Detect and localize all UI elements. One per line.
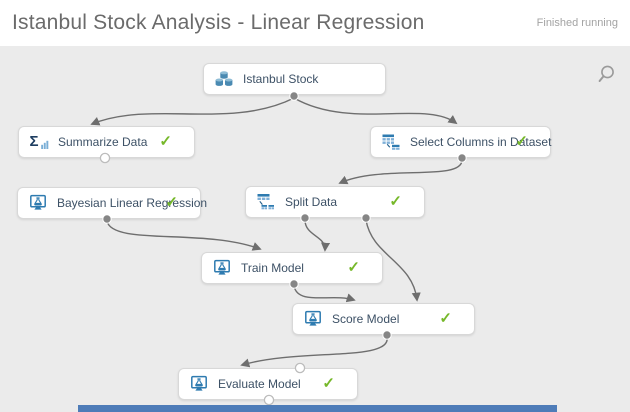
node-istanbul-stock[interactable]: Istanbul Stock [203, 63, 386, 95]
node-label: Evaluate Model [218, 377, 301, 391]
connection-istanbul-stock-to-summarize-data[interactable] [90, 97, 295, 126]
connection-select-columns-in-dataset-to-split-data[interactable] [338, 159, 463, 185]
model-icon [28, 193, 48, 213]
dataset-icon [214, 69, 234, 89]
experiment-title: Istanbul Stock Analysis - Linear Regress… [12, 11, 425, 34]
node-label: Train Model [241, 261, 304, 275]
success-check-icon: ✓ [165, 193, 178, 211]
node-label: Score Model [332, 312, 400, 326]
split-icon [256, 192, 276, 212]
columns-icon [381, 132, 401, 152]
model-icon [189, 374, 209, 394]
node-train-model[interactable]: Train Model ✓ [201, 252, 383, 284]
connection-layer [90, 91, 467, 406]
node-bayesian-linear-regression[interactable]: Bayesian Linear Regression✓ [17, 187, 207, 219]
connection-bayesian-linear-regression-to-train-model[interactable] [106, 220, 262, 251]
node-select-columns-in-dataset[interactable]: Select Columns in Dataset✓ [370, 126, 551, 158]
success-check-icon: ✓ [159, 132, 172, 150]
svg-text:Σ: Σ [30, 133, 39, 150]
success-check-icon: ✓ [389, 192, 402, 210]
model-icon [212, 258, 232, 278]
model-icon [303, 309, 323, 329]
summarize-icon: Σ [29, 132, 49, 152]
node-label: Select Columns in Dataset [410, 135, 552, 149]
node-summarize-data[interactable]: Σ Summarize Data ✓ [18, 126, 195, 158]
run-status-text: Finished running [536, 17, 618, 29]
experiment-header: Istanbul Stock Analysis - Linear Regress… [0, 0, 630, 46]
node-label: Bayesian Linear Regression [57, 196, 208, 210]
connection-train-model-to-score-model[interactable] [293, 285, 356, 303]
connection-split-data-to-train-model[interactable] [304, 219, 331, 252]
horizontal-scrollbar[interactable] [78, 405, 557, 412]
connection-istanbul-stock-to-select-columns-in-dataset[interactable] [293, 97, 458, 125]
success-check-icon: ✓ [515, 132, 528, 150]
node-score-model[interactable]: Score Model ✓ [292, 303, 475, 335]
node-split-data[interactable]: Split Data ✓ [245, 186, 425, 218]
connection-score-model-to-evaluate-model[interactable] [240, 336, 388, 368]
success-check-icon: ✓ [347, 258, 360, 276]
node-label: Split Data [285, 195, 338, 209]
node-evaluate-model[interactable]: Evaluate Model ✓ [178, 368, 358, 400]
node-label: Summarize Data [58, 135, 148, 149]
success-check-icon: ✓ [439, 309, 452, 327]
node-label: Istanbul Stock [243, 72, 319, 86]
search-icon[interactable] [595, 63, 617, 87]
success-check-icon: ✓ [322, 374, 335, 392]
